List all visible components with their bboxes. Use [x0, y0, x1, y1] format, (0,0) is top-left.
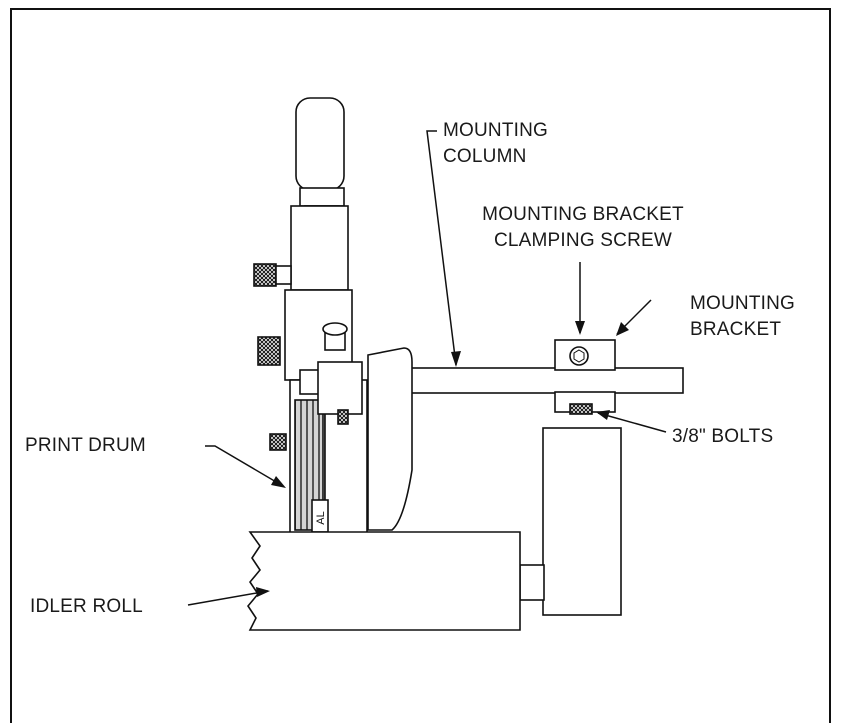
arrowhead-bolts: [596, 410, 610, 420]
top-knob: [295, 97, 345, 191]
label-clamping-screw-line1: MOUNTING BRACKET: [482, 204, 684, 225]
upper-adjust-knob: [253, 263, 277, 287]
roll-post-connector: [519, 564, 545, 601]
arrowhead-clamping-screw: [575, 321, 585, 335]
drum-marking-text: AL: [315, 511, 327, 524]
label-mounting-bracket-line2: BRACKET: [690, 319, 782, 340]
bracket-bolt: [569, 403, 593, 415]
label-mounting-bracket-line1: MOUNTING: [690, 293, 796, 314]
upper-knob-stem: [275, 265, 292, 285]
label-bolts: 3/8" BOLTS: [672, 426, 774, 447]
mounting-column-rod: [394, 367, 684, 394]
hub-screw: [337, 409, 349, 425]
leader-print-drum: [205, 445, 284, 487]
label-mounting-bracket: MOUNTING BRACKET: [690, 291, 795, 343]
label-clamping-screw-line2: CLAMPING SCREW: [493, 230, 673, 251]
label-clamping-screw: MOUNTING BRACKET CLAMPING SCREW: [468, 202, 698, 254]
label-mounting-column: MOUNTING COLUMN: [443, 118, 548, 170]
label-print-drum: PRINT DRUM: [25, 435, 146, 456]
hub-block: [317, 361, 363, 415]
label-mounting-column-line2: COLUMN: [443, 146, 527, 167]
middle-adjust-knob: [257, 336, 281, 366]
arrowhead-print-drum: [271, 476, 286, 488]
idler-roll: [247, 531, 521, 631]
leader-bolts: [597, 412, 667, 433]
support-post: [542, 427, 622, 616]
figure-border: [10, 8, 831, 728]
label-mounting-column-line1: MOUNTING: [443, 120, 549, 141]
leader-idler-roll: [187, 590, 269, 606]
arrowhead-mounting-column: [451, 351, 461, 367]
lower-adjust-knob: [269, 433, 287, 451]
leader-mounting-column: [426, 130, 457, 366]
arrowhead-idler-roll: [256, 587, 270, 597]
housing-screw-head: [322, 322, 348, 336]
mounting-arm: [367, 347, 413, 531]
label-idler-roll: IDLER ROLL: [30, 596, 143, 617]
arrowhead-mounting-bracket: [616, 322, 629, 336]
vertical-housing: [290, 205, 349, 291]
clamping-screw-socket: [573, 349, 585, 363]
knob-collar: [299, 187, 345, 207]
